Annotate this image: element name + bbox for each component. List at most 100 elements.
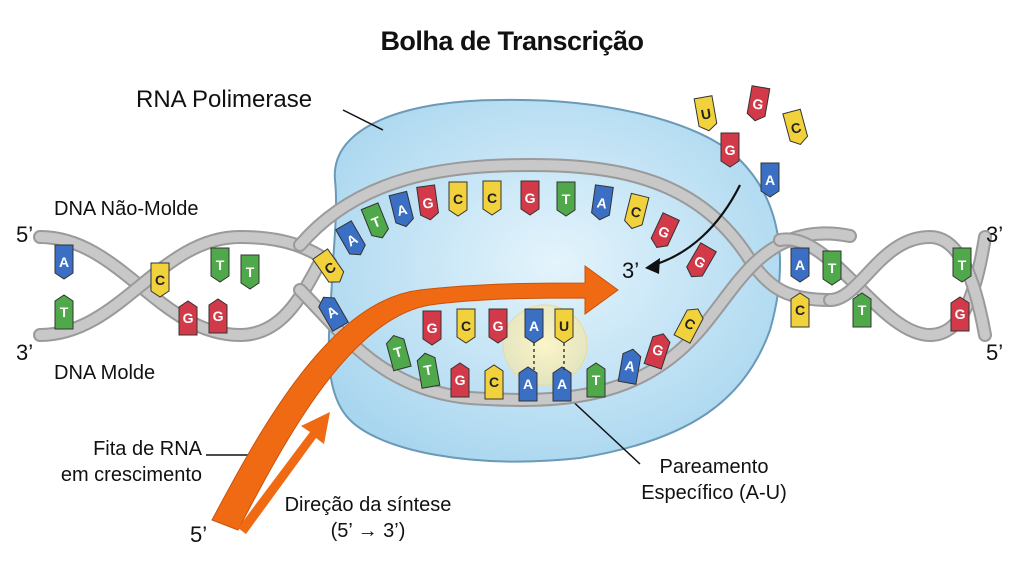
base-right-top-2: T [952, 247, 972, 283]
base-bubble-top-4: G [416, 184, 439, 221]
base-bubble-top-8: T [556, 181, 576, 217]
svg-text:C: C [155, 272, 165, 288]
polymerase-label: RNA Polimerase [136, 86, 313, 113]
base-rna-4: U [554, 308, 574, 344]
nucleotide-entry-arrowhead [645, 258, 660, 274]
svg-text:A: A [523, 376, 533, 392]
base-bubble-bottom-3: G [450, 362, 470, 398]
svg-text:A: A [765, 172, 775, 188]
svg-text:A: A [59, 254, 69, 270]
svg-text:C: C [489, 374, 499, 390]
free-nucleotide-2: C [782, 108, 809, 146]
base-bubble-top-2: T [360, 202, 390, 239]
non-template-label: DNA Não-Molde [54, 198, 199, 220]
base-bubble-top-1: A [335, 220, 366, 256]
svg-text:T: T [422, 361, 434, 378]
base-bubble-top-0: C [312, 248, 345, 283]
free-nucleotide-1: G [746, 85, 771, 122]
base-right-top-1: T [822, 250, 842, 286]
free-nucleotide-0: U [693, 95, 718, 132]
rna-polymerase-body [327, 98, 781, 463]
svg-text:U: U [700, 105, 713, 123]
bottom-left-end: 3’ [16, 340, 34, 365]
svg-text:A: A [596, 194, 608, 211]
base-rna-2: G [488, 308, 508, 344]
base-left-top-1: C [150, 262, 170, 298]
svg-text:A: A [529, 318, 539, 334]
base-bubble-bottom-10: C [673, 308, 704, 344]
svg-text:G: G [751, 95, 765, 113]
polymerase-leader-line [342, 109, 384, 131]
svg-text:G: G [725, 142, 736, 158]
pairing-leader-line [566, 395, 641, 465]
rna-three-prime-end: 3’ [622, 258, 640, 283]
base-bubble-top-6: C [482, 180, 502, 216]
svg-text:C: C [461, 318, 471, 334]
svg-text:G: G [650, 341, 665, 360]
base-left-bottom-0: T [54, 294, 74, 330]
svg-text:T: T [958, 257, 967, 273]
rna-label-line2: em crescimento [60, 464, 202, 486]
svg-text:T: T [592, 372, 601, 388]
base-bubble-bottom-0: A [318, 296, 349, 332]
svg-text:G: G [493, 318, 504, 334]
base-bubble-bottom-8: A [617, 348, 642, 385]
base-bubble-top-5: C [448, 181, 468, 217]
base-left-bottom-2: G [208, 298, 228, 334]
base-left-bottom-1: G [178, 300, 198, 336]
free-nucleotide-3: G [720, 132, 740, 168]
svg-text:T: T [562, 191, 571, 207]
base-bubble-top-7: G [520, 180, 540, 216]
base-left-top-2: T [210, 247, 230, 283]
nucleotide-entry-arrow [649, 184, 741, 268]
svg-text:C: C [789, 119, 803, 137]
base-rna-0: G [422, 310, 442, 346]
base-left-top-3: T [240, 254, 260, 290]
pairing-label-line1: Pareamento [659, 456, 769, 478]
svg-text:G: G [421, 194, 434, 211]
base-bubble-bottom-7: T [586, 362, 606, 398]
svg-text:T: T [60, 304, 69, 320]
base-bubble-bottom-1: T [385, 334, 412, 372]
svg-text:A: A [557, 376, 567, 392]
base-bubble-bottom-9: G [643, 333, 671, 370]
rna-label-line1: Fita de RNA [93, 438, 202, 460]
svg-text:G: G [213, 308, 224, 324]
top-left-end: 5’ [16, 222, 34, 247]
svg-text:A: A [624, 357, 637, 375]
direction-label-line2: (5’ → 3’) [330, 520, 406, 542]
base-right-top-0: A [790, 247, 810, 283]
bottom-right-end: 5’ [986, 340, 1004, 365]
base-bubble-bottom-4: C [484, 364, 504, 400]
base-bubble-top-9: A [591, 184, 614, 221]
pairing-label-line2: Específico (A-U) [641, 482, 787, 504]
base-bubble-top-11: G [650, 212, 681, 248]
base-junction-g: G [686, 242, 717, 278]
svg-text:T: T [828, 260, 837, 276]
synthesis-direction-arrow [238, 412, 330, 534]
svg-text:C: C [795, 302, 805, 318]
svg-text:C: C [453, 191, 463, 207]
svg-text:G: G [183, 310, 194, 326]
svg-text:T: T [858, 302, 867, 318]
svg-text:T: T [216, 257, 225, 273]
svg-text:C: C [487, 190, 497, 206]
base-bubble-bottom-6: A [552, 366, 572, 402]
template-label: DNA Molde [54, 362, 156, 384]
svg-text:G: G [955, 306, 966, 322]
svg-text:G: G [455, 372, 466, 388]
base-bubble-top-3: A [388, 190, 414, 228]
base-rna-1: C [456, 308, 476, 344]
base-right-bottom-2: G [950, 296, 970, 332]
free-nucleotide-4: A [760, 162, 780, 198]
direction-label-line1: Direção da síntese [284, 494, 452, 516]
growing-rna-arrow [211, 265, 619, 531]
svg-text:C: C [629, 203, 643, 221]
pairing-highlight [502, 304, 588, 386]
base-rna-3: A [524, 308, 544, 344]
svg-text:U: U [559, 318, 569, 334]
top-right-end: 3’ [986, 222, 1004, 247]
